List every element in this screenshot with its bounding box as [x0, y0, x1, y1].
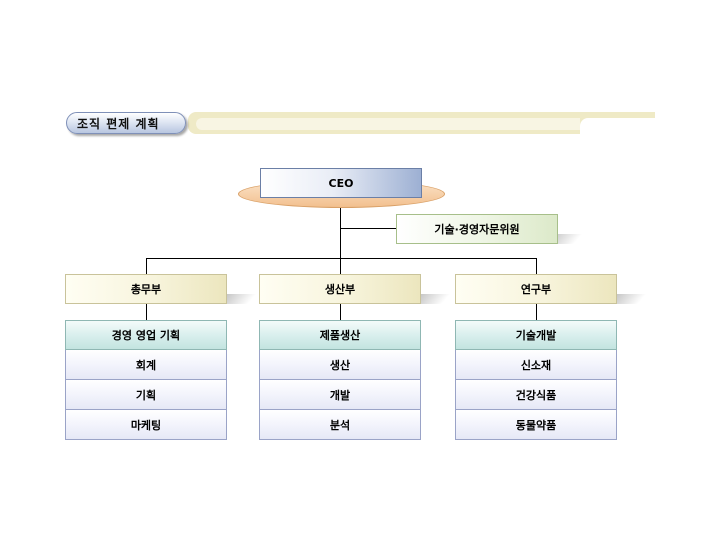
department-bus-line	[146, 258, 536, 259]
dept-to-list-line-1	[146, 304, 147, 320]
title-band-notch	[580, 118, 656, 135]
title-band-highlight	[196, 118, 580, 130]
list-item: 분석	[259, 410, 421, 440]
advisory-label: 기술·경영자문위원	[434, 223, 520, 236]
advisory-branch-line	[340, 228, 396, 229]
list-item: 기획	[65, 380, 227, 410]
list-item: 경영 영업 기획	[65, 320, 227, 350]
list-item: 건강식품	[455, 380, 617, 410]
dept-box-general-affairs: 총무부	[65, 274, 227, 304]
list-item: 마케팅	[65, 410, 227, 440]
list-item: 기술개발	[455, 320, 617, 350]
list-item: 신소재	[455, 350, 617, 380]
ceo-label: CEO	[328, 176, 354, 190]
dept-label: 연구부	[520, 283, 552, 296]
dept-drop-line-1	[146, 258, 147, 274]
dept-item-list-research: 기술개발 신소재 건강식품 동물약품	[455, 320, 617, 440]
advisory-box: 기술·경영자문위원	[396, 214, 558, 244]
dept-drop-line-2	[340, 258, 341, 274]
dept-label: 생산부	[324, 283, 356, 296]
dept-to-list-line-2	[340, 304, 341, 320]
dept-box-research: 연구부	[455, 274, 617, 304]
page-title: 조직 편제 계획	[66, 112, 186, 134]
list-item: 제품생산	[259, 320, 421, 350]
list-item: 개발	[259, 380, 421, 410]
list-item: 생산	[259, 350, 421, 380]
dept-drop-line-3	[536, 258, 537, 274]
dept-to-list-line-3	[536, 304, 537, 320]
ceo-box: CEO	[260, 168, 422, 198]
dept-label: 총무부	[130, 283, 162, 296]
list-item: 회계	[65, 350, 227, 380]
list-item: 동물약품	[455, 410, 617, 440]
dept-item-list-general-affairs: 경영 영업 기획 회계 기획 마케팅	[65, 320, 227, 440]
dept-box-production: 생산부	[259, 274, 421, 304]
dept-item-list-production: 제품생산 생산 개발 분석	[259, 320, 421, 440]
